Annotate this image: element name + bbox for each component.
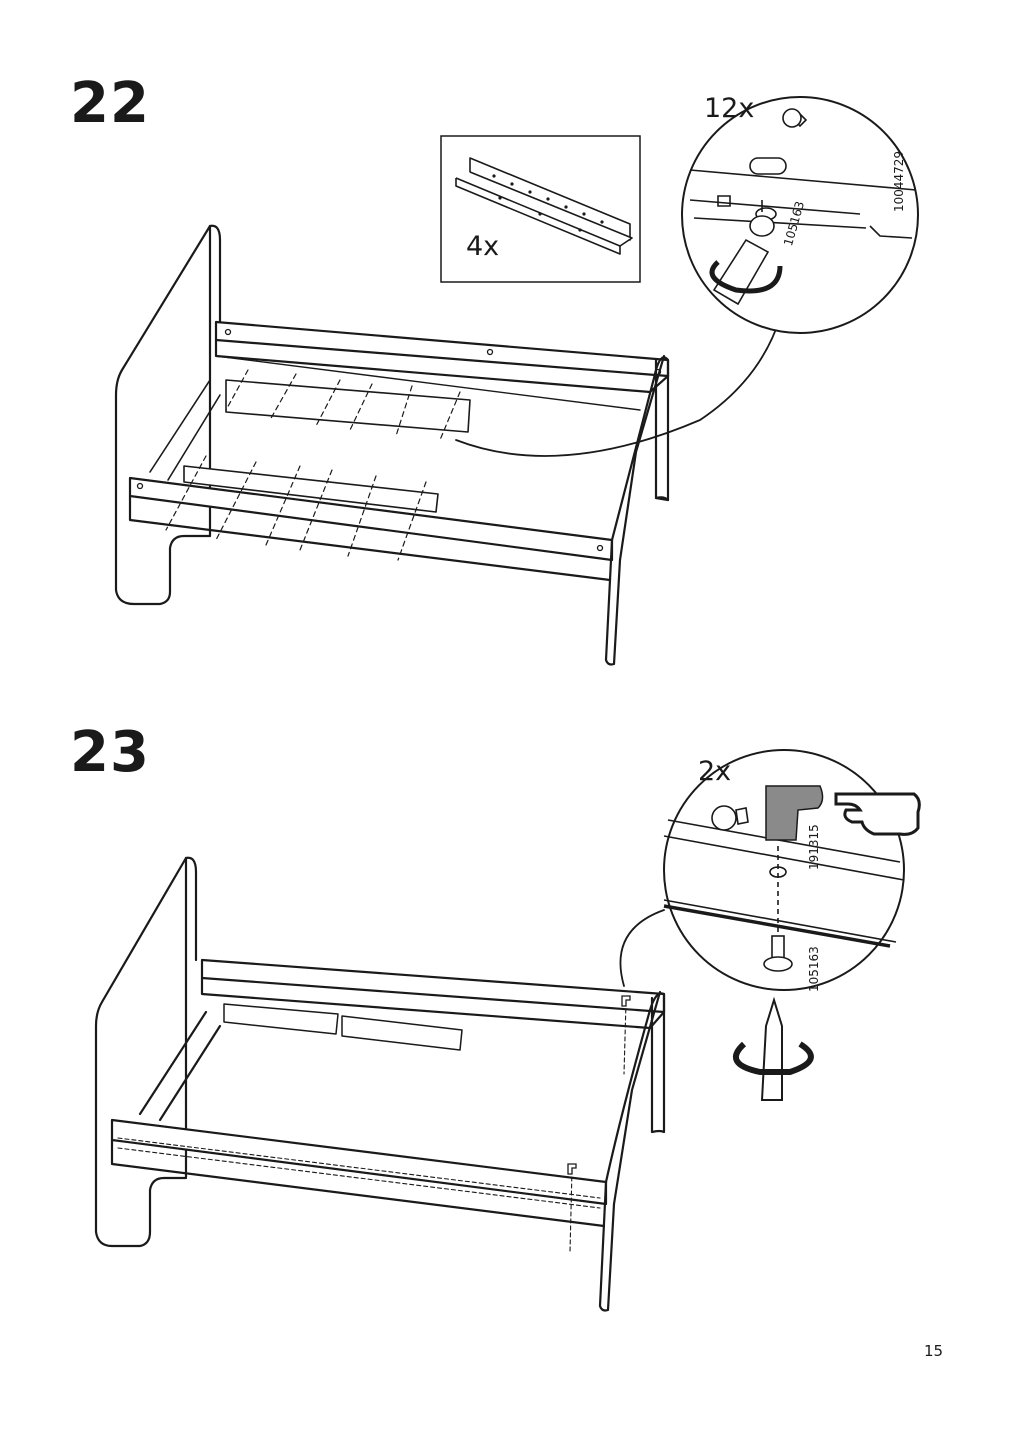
bracket-quantity-23: 2x [698,756,732,787]
screwdriver-icon [760,996,783,1101]
screw-part-number-23: 105163 [807,946,821,992]
angle-bracket-icon [765,785,824,841]
rotate-arrow-icon [732,1041,814,1075]
screw-icon [749,200,777,237]
pointing-hand-icon [834,792,921,836]
bed-frame-illustration [94,856,666,1312]
rotate-arrow-icon [709,260,783,294]
angle-bracket-icon [567,995,631,1175]
screw-quantity: 12x [704,93,755,124]
bed-frame-illustration [114,224,781,666]
bracket-quantity: 4x [466,231,500,262]
rail-bracket-icon [455,157,633,255]
screw-icon [763,935,793,972]
step-number-22: 22 [70,71,150,136]
page-number: 15 [924,1342,944,1360]
bracket-part-number: 191315 [807,824,821,870]
step-number-23: 23 [70,720,150,785]
